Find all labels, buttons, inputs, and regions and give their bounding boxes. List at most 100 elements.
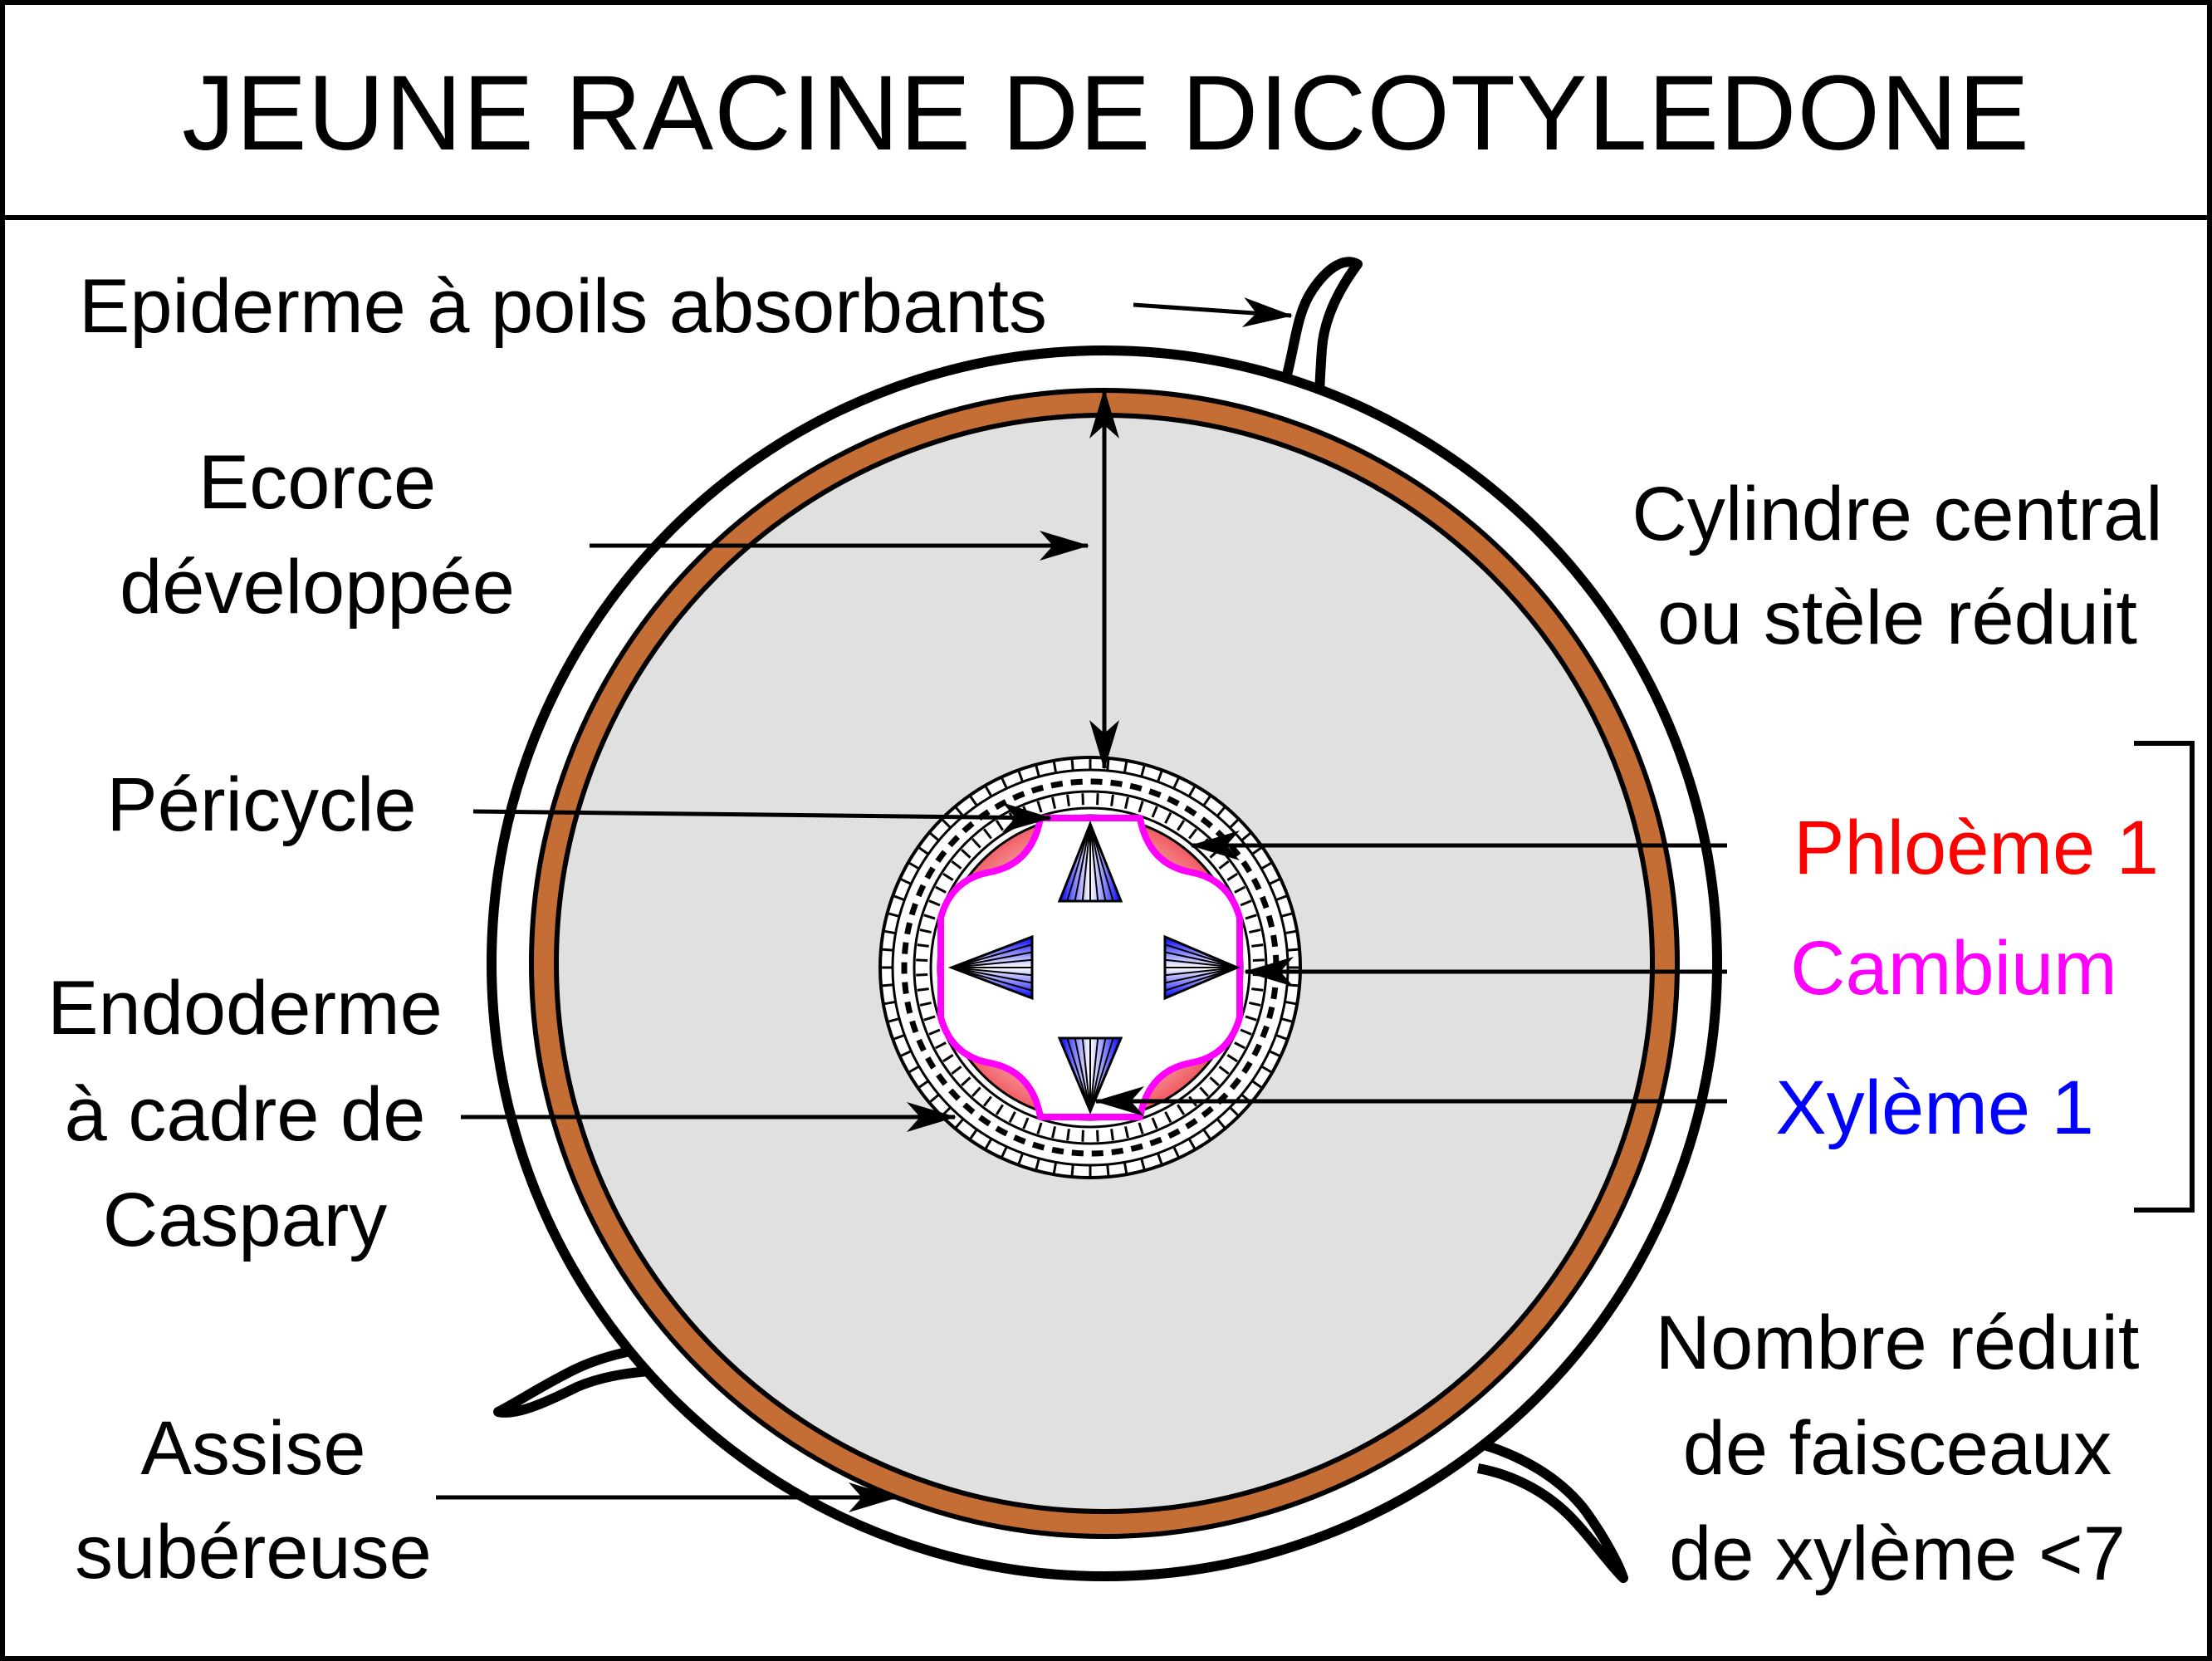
cell-wall-tick	[1216, 806, 1226, 817]
cell-wall-tick	[923, 1015, 936, 1022]
cell-wall-tick	[1252, 973, 1265, 977]
label-ecorce-line1: Ecorce	[198, 440, 436, 525]
cell-wall-tick	[1226, 1054, 1238, 1063]
label-cambium: Cambium	[1790, 926, 2117, 1011]
cell-wall-tick	[1000, 777, 1008, 789]
cell-wall-tick	[1036, 1122, 1043, 1134]
label-nombre-line3: de xylème <7	[1669, 1512, 2126, 1596]
xylem-vessel-line	[1066, 823, 1091, 902]
xylem-vessel-line	[1089, 1037, 1107, 1112]
cell-wall-tick	[1199, 1086, 1209, 1097]
cell-wall-tick	[928, 1093, 940, 1104]
label-assise-line1: Assise	[141, 1406, 366, 1491]
cell-wall-tick	[1218, 1066, 1230, 1075]
cell-wall-tick	[1177, 820, 1186, 831]
cell-wall-tick	[968, 1129, 978, 1141]
cell-wall-tick	[887, 912, 900, 918]
xylem-vessel-line	[1089, 1037, 1114, 1112]
cell-wall-tick	[1226, 872, 1238, 881]
cell-wall-tick	[1022, 1117, 1030, 1129]
cell-wall-tick	[1269, 877, 1281, 885]
cell-wall-tick	[1052, 1162, 1058, 1175]
cell-wall-tick	[1110, 794, 1114, 806]
cell-wall-tick	[1123, 796, 1129, 809]
cell-wall-tick	[1275, 1033, 1289, 1041]
label-endoderme-line2: à cadre de	[65, 1072, 426, 1157]
cell-wall-tick	[1241, 831, 1252, 842]
xylem-vessel-line	[951, 967, 1033, 977]
xylem-vessel-line	[1164, 943, 1238, 968]
cell-wall-tick	[880, 948, 894, 952]
cell-wall-tick	[892, 894, 905, 902]
cell-wall-tick	[941, 818, 952, 829]
label-nombre-line2: de faisceaux	[1683, 1406, 2112, 1491]
cell-wall-tick	[1110, 1129, 1114, 1141]
cell-wall-tick	[1035, 764, 1040, 777]
cell-wall-tick	[1096, 793, 1099, 806]
xylem-vessel-line	[951, 943, 1033, 968]
cell-wall-tick	[928, 831, 940, 842]
cell-wall-tick	[1052, 760, 1058, 773]
cell-wall-tick	[919, 928, 932, 934]
cell-wall-tick	[883, 929, 896, 935]
label-assise-line2: subéreuse	[75, 1510, 432, 1595]
cell-wall-tick	[951, 860, 962, 870]
cell-wall-tick	[1251, 987, 1264, 992]
annotation-arrows	[436, 297, 1727, 1512]
cell-wall-tick	[1008, 1111, 1016, 1123]
cell-wall-tick	[1138, 801, 1144, 813]
xylem-vessel-line	[1164, 967, 1238, 992]
cell-wall-tick	[935, 1041, 947, 1050]
xylem-vessel-line	[951, 967, 1033, 984]
cell-wall-tick	[899, 877, 912, 885]
cell-wall-tick	[887, 1017, 900, 1023]
cell-wall-tick	[1123, 760, 1128, 773]
cell-wall-tick	[961, 849, 971, 859]
xylem-vessel-line	[1074, 823, 1091, 902]
cell-wall-tick	[1096, 1129, 1099, 1142]
cell-wall-tick	[883, 1000, 896, 1006]
root-hairs	[493, 257, 1628, 1583]
label-endoderme-line3: Caspary	[103, 1178, 388, 1262]
labels: Epiderme à poils absorbants Ecorce dével…	[47, 264, 2162, 1596]
cell-wall-tick	[982, 828, 992, 840]
cell-wall-tick	[1240, 1028, 1252, 1036]
label-phloeme: Phloème 1	[1794, 806, 2159, 890]
cell-wall-tick	[1249, 928, 1261, 934]
cell-wall-tick	[1051, 796, 1057, 809]
cell-wall-tick	[1275, 894, 1289, 902]
cell-wall-tick	[1066, 1129, 1070, 1141]
cell-wall-tick	[1164, 1111, 1172, 1123]
label-cylindre-line2: ou stèle réduit	[1657, 576, 2137, 660]
cell-wall-tick	[899, 1050, 912, 1058]
cell-wall-tick	[1229, 1106, 1240, 1117]
endodermis-cell-walls	[880, 757, 1300, 1178]
cell-wall-tick	[1229, 818, 1240, 829]
xylem-vessel-line	[1164, 967, 1238, 977]
cell-wall-tick	[919, 1001, 932, 1007]
stele-bracket	[2134, 741, 2195, 1213]
cell-wall-tick	[1123, 1162, 1128, 1175]
cell-wall-tick	[1260, 1065, 1273, 1074]
cell-wall-tick	[1202, 1129, 1212, 1141]
label-epiderme: Epiderme à poils absorbants	[79, 264, 1047, 349]
cell-wall-tick	[1070, 1164, 1074, 1178]
cell-wall-tick	[1051, 1126, 1057, 1139]
cell-wall-tick	[1017, 769, 1025, 782]
cell-wall-tick	[1285, 1000, 1298, 1006]
cell-wall-tick	[1140, 764, 1146, 777]
xylem-vessel-line	[1081, 823, 1091, 902]
cell-wall-tick	[942, 872, 954, 881]
cell-wall-tick	[1066, 794, 1070, 806]
label-cylindre-line1: Cylindre central	[1632, 472, 2162, 556]
cell-wall-tick	[1151, 1117, 1158, 1129]
xylem-vessel-line	[1164, 951, 1238, 968]
cell-wall-tick	[942, 1054, 954, 1063]
cell-wall-tick	[1123, 1126, 1129, 1139]
cell-wall-tick	[1035, 1158, 1040, 1171]
xylem-vessel-line	[1164, 958, 1238, 968]
cell-wall-tick	[916, 973, 928, 977]
cell-wall-tick	[1151, 806, 1158, 818]
xylem-vessel-line	[1074, 1037, 1091, 1112]
